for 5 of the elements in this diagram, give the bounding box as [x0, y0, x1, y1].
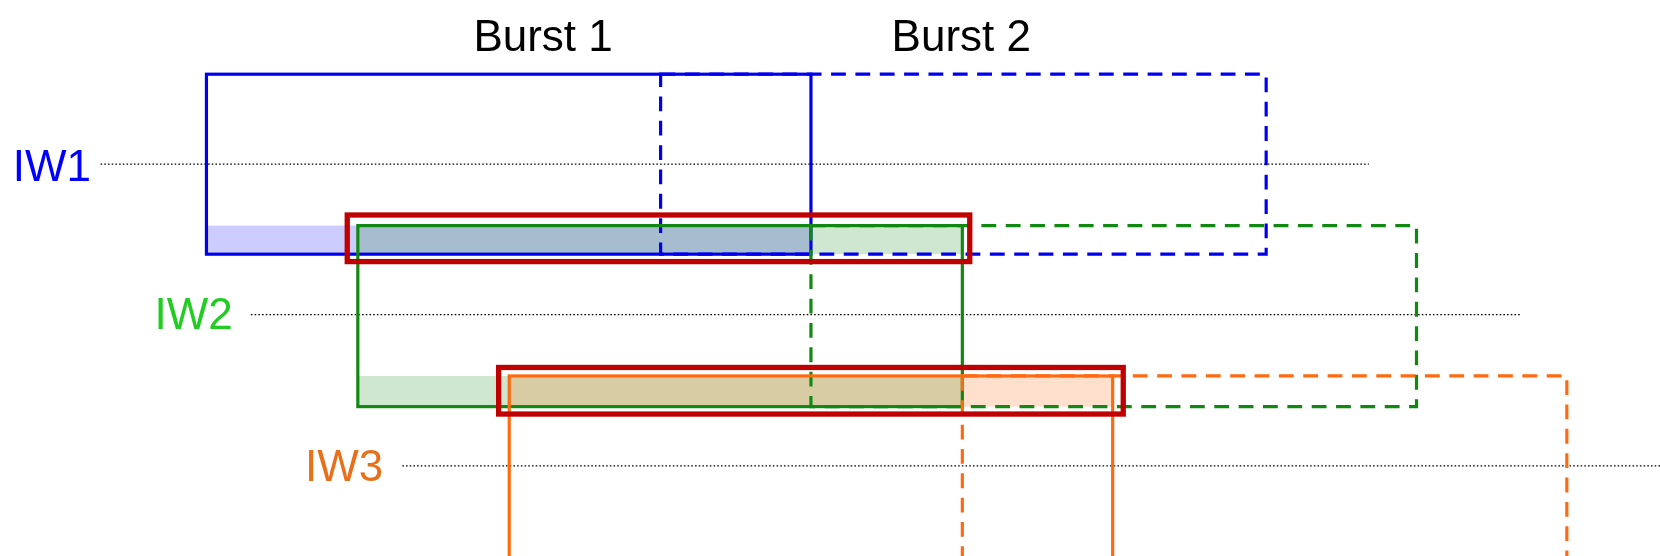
column-heading: Burst 2: [891, 14, 1031, 58]
row-label: IW2: [154, 292, 233, 337]
row-label: IW3: [304, 443, 384, 488]
row-label: IW1: [12, 144, 91, 189]
column-heading: Burst 1: [473, 14, 613, 58]
